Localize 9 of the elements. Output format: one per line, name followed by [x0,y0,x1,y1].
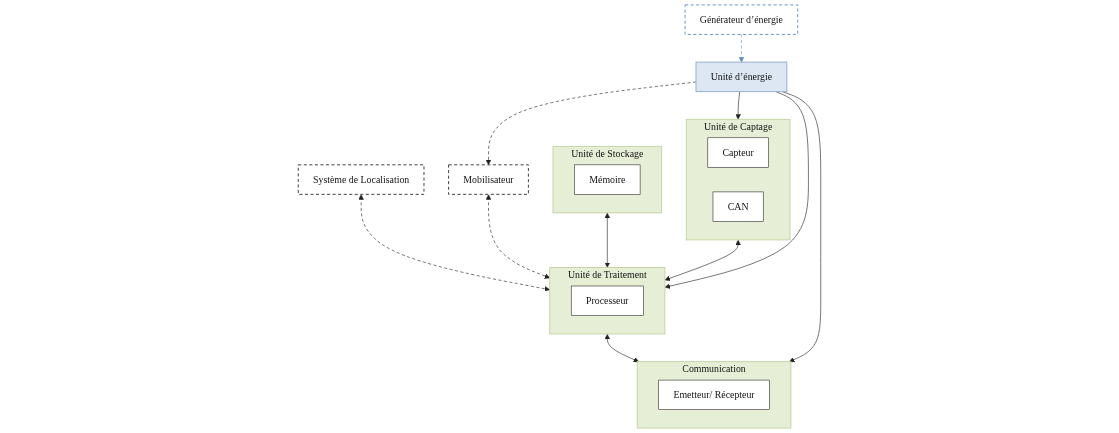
node-box: Mémoire [574,164,641,195]
node-box: Unité d’énergie [695,61,788,93]
node-box: Générateur d’énergie [684,4,799,35]
node-box: Capteur [707,137,769,168]
node-box: CAN [712,191,764,222]
node-box: Emetteur/ Récepteur [658,379,770,410]
node-box: Processeur [570,285,644,316]
node-box: Système de Localisation [297,164,425,195]
node-box: Mobilisateur [448,164,529,195]
